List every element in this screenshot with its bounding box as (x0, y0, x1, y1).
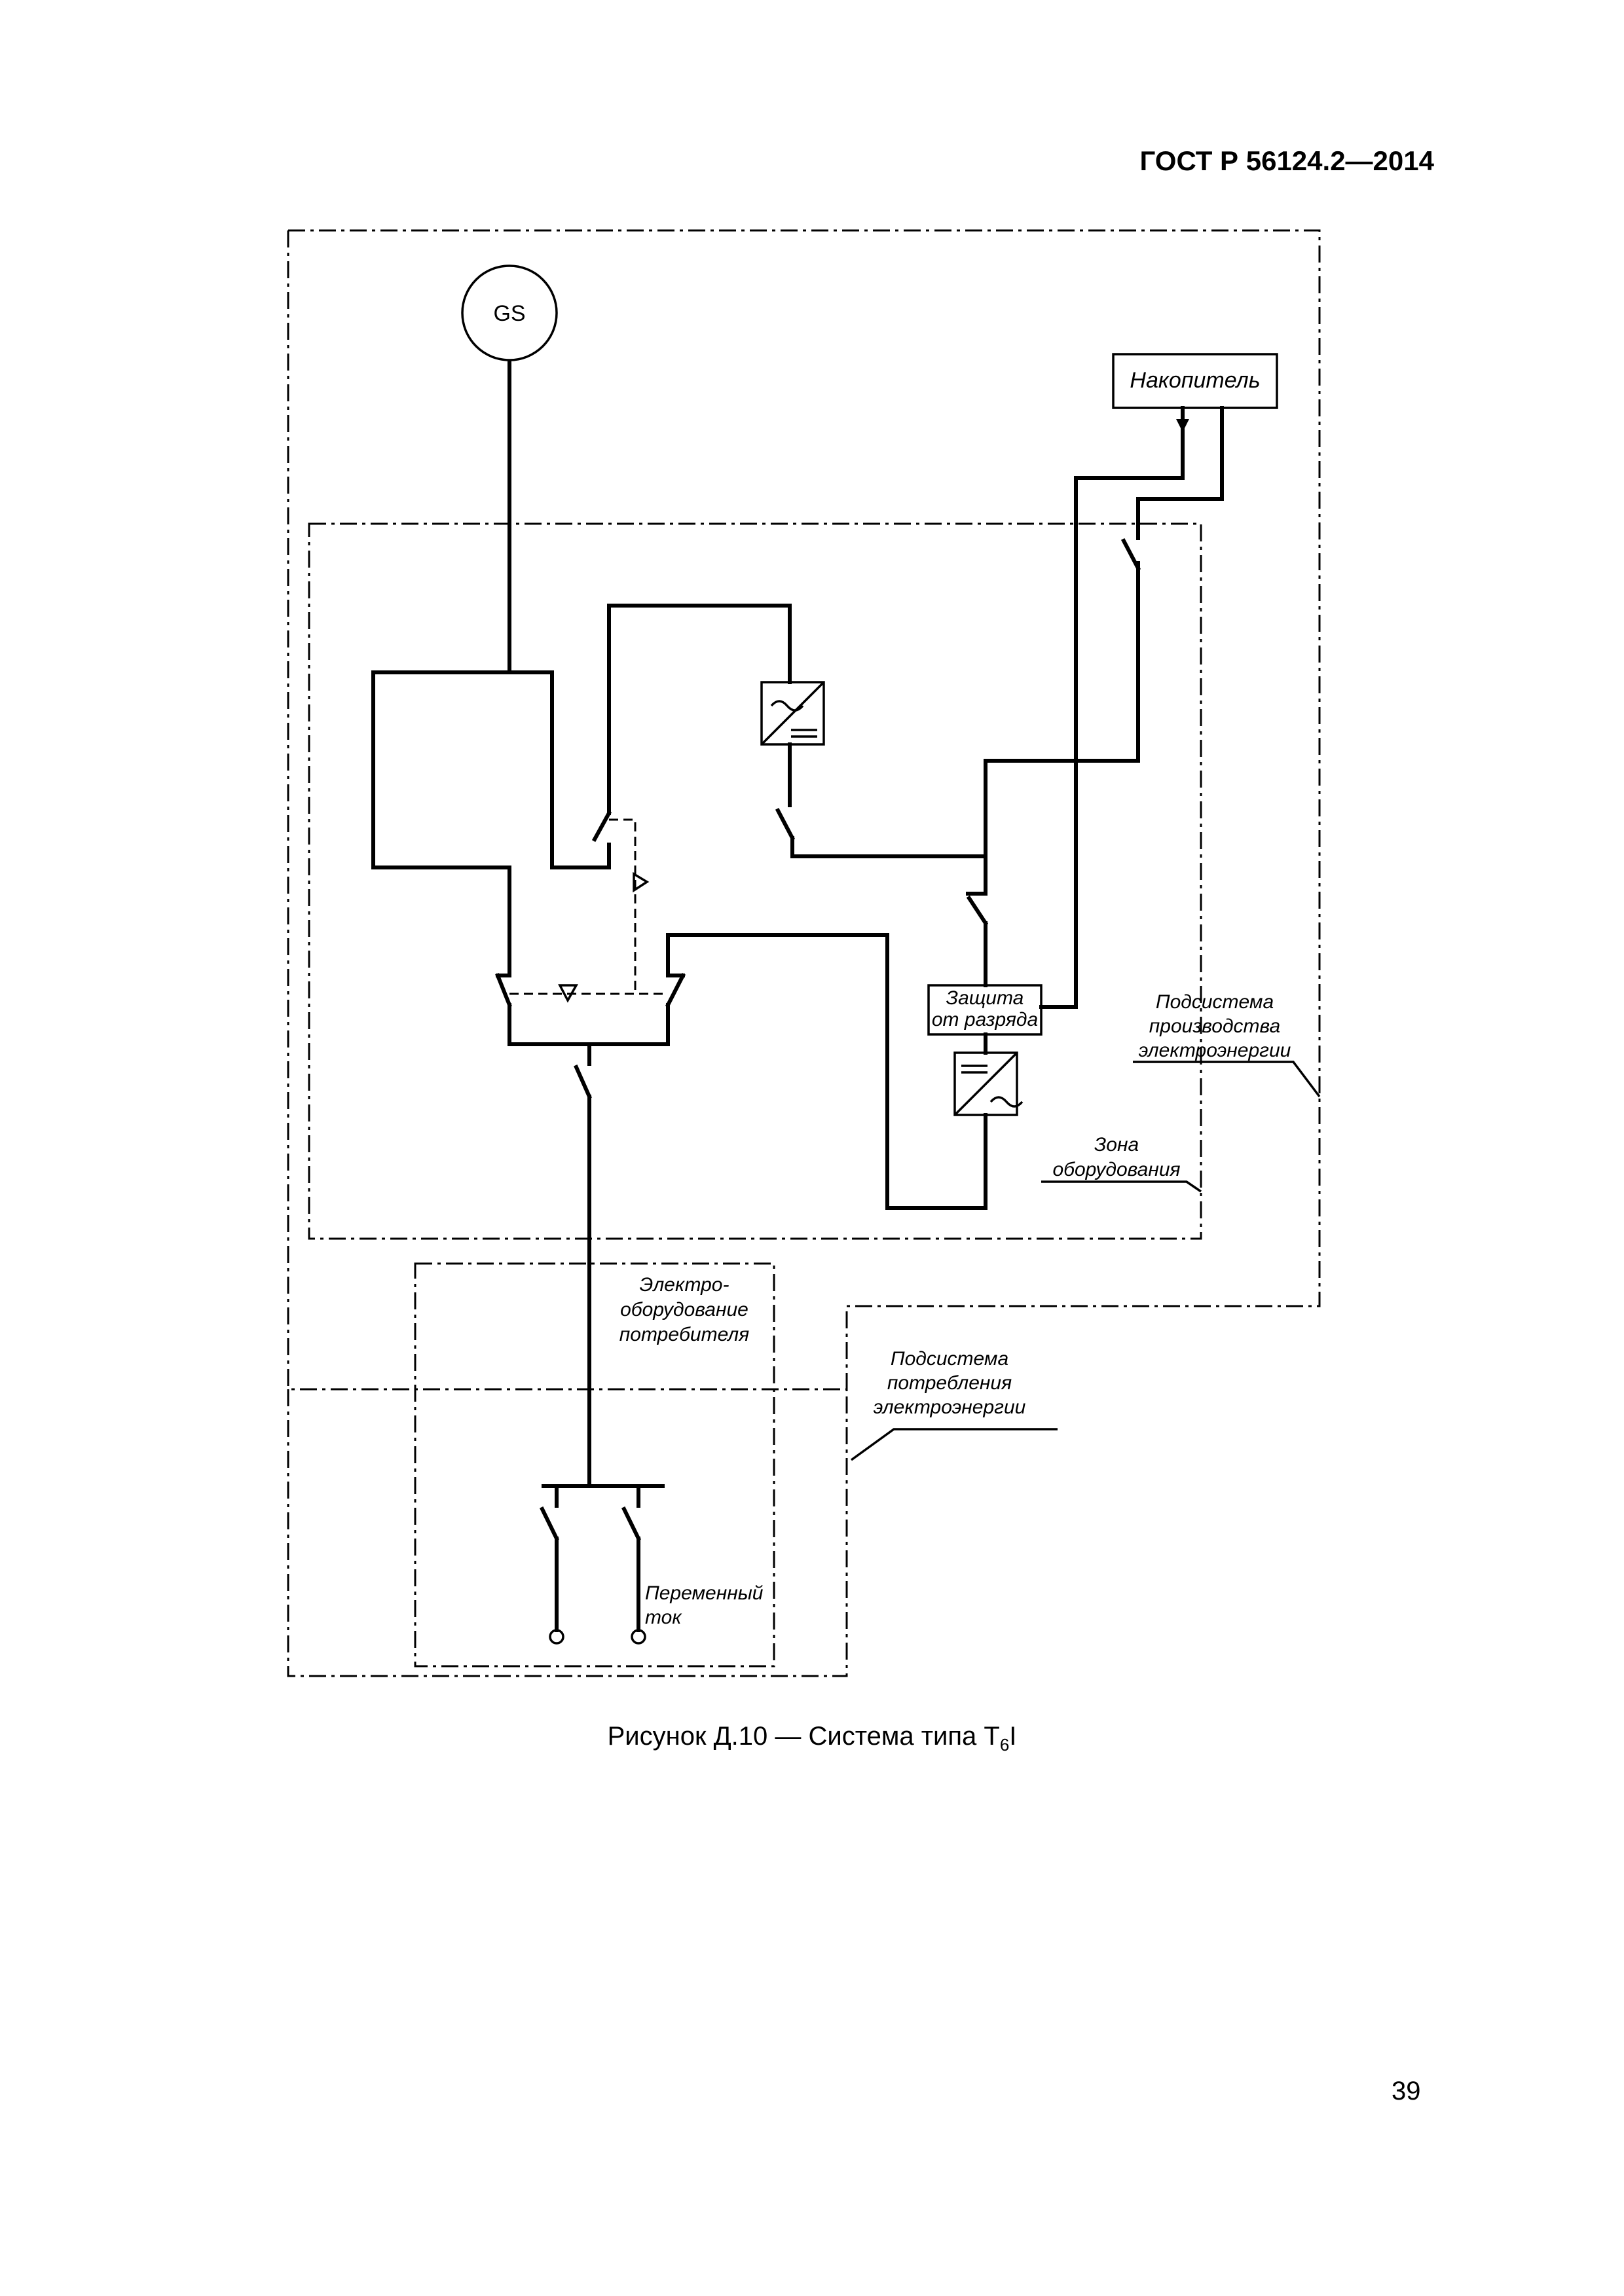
svg-text:потребления: потребления (887, 1372, 1012, 1394)
consumption-subsystem-boundary (287, 1388, 848, 1677)
svg-text:Защита: Защита (946, 987, 1024, 1009)
inverter-dc-ac-bottom (953, 1051, 1024, 1116)
page-number: 39 (1392, 2077, 1421, 2105)
svg-text:ток: ток (645, 1607, 682, 1628)
svg-text:Зона: Зона (1094, 1134, 1139, 1156)
svg-text:производства: производства (1149, 1015, 1280, 1037)
svg-text:электроэнергии: электроэнергии (874, 1396, 1026, 1418)
consumption-subsystem-label: Подсистема потребления электроэнергии (850, 1348, 1058, 1461)
svg-text:от разряда: от разряда (932, 1009, 1038, 1030)
ac-output-label: Переменный ток (645, 1582, 764, 1628)
svg-text:оборудование: оборудование (620, 1299, 748, 1321)
svg-text:Переменный: Переменный (645, 1582, 764, 1604)
storage-box (1112, 353, 1278, 409)
figure-caption: Рисунок Д.10 — Система типа Т6I (607, 1722, 1017, 1755)
svg-text:Подсистема: Подсистема (891, 1348, 1008, 1370)
generator-label: GS (493, 301, 525, 326)
production-subsystem-boundary (288, 229, 1321, 1389)
document-header: ГОСТ Р 56124.2—2014 (1139, 145, 1434, 176)
svg-text:Подсистема: Подсистема (1156, 991, 1274, 1013)
inverter-dc-ac-top (760, 681, 825, 746)
svg-text:потребителя: потребителя (619, 1324, 749, 1345)
consumer-equipment-boundary (414, 1262, 775, 1667)
svg-text:Электро-: Электро- (640, 1274, 729, 1296)
svg-text:электроэнергии: электроэнергии (1139, 1040, 1291, 1061)
consumer-equipment-label: Электро- оборудование потребителя (619, 1274, 749, 1345)
equipment-zone-boundary (308, 522, 1202, 1240)
svg-text:оборудования: оборудования (1052, 1159, 1180, 1180)
equipment-zone-label: Зона оборудования (1041, 1134, 1202, 1193)
storage-label: Накопитель (1130, 368, 1260, 393)
production-subsystem-label: Подсистема производства электроэнергии (1133, 991, 1321, 1098)
